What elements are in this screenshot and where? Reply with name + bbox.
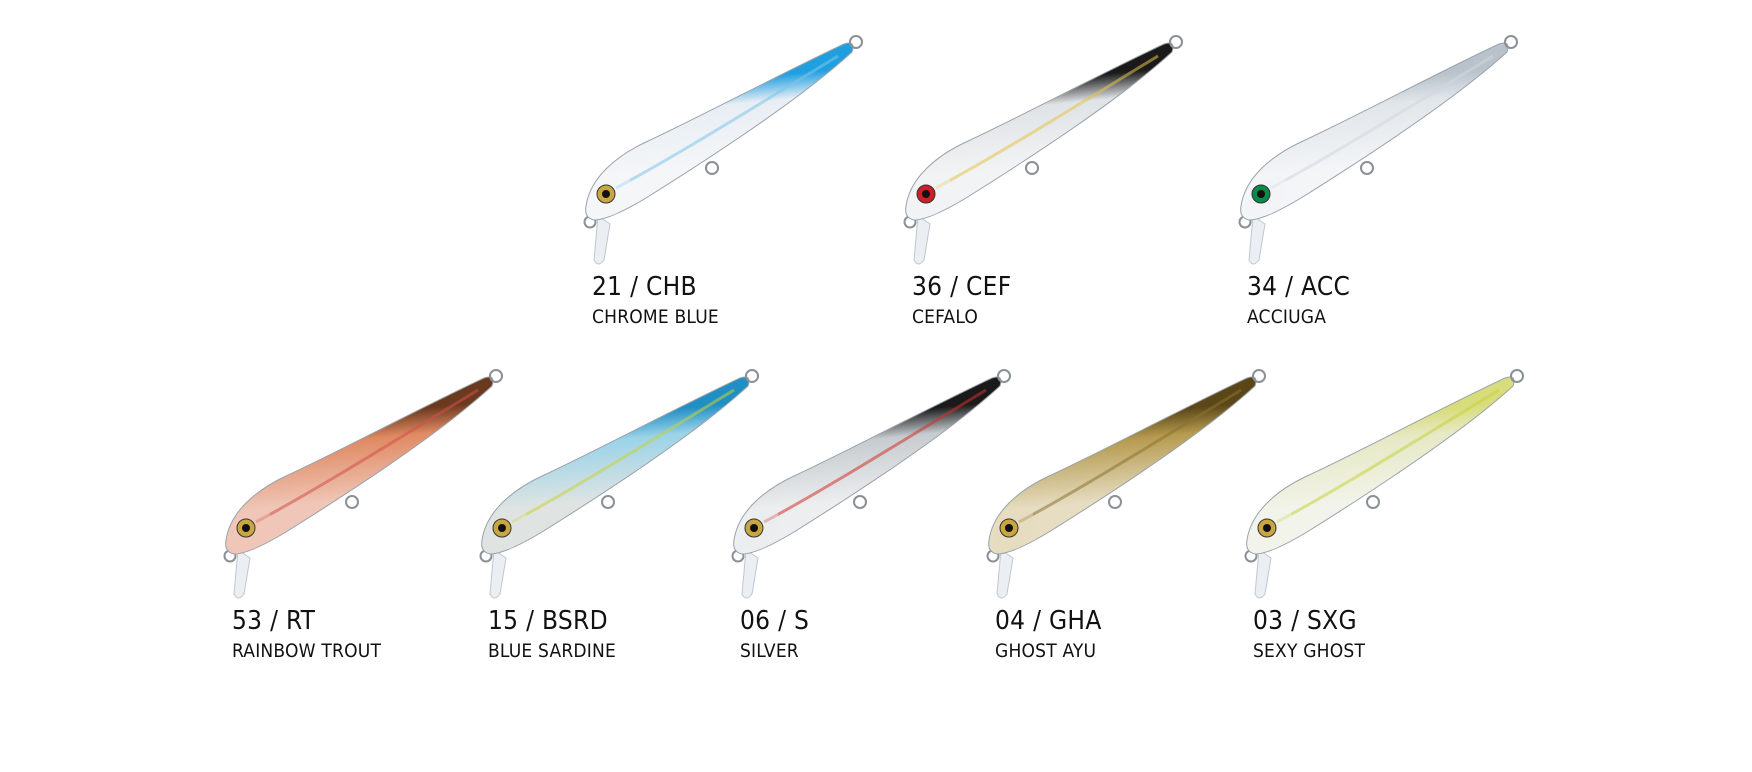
lure-name: CEFALO bbox=[912, 306, 979, 328]
lure-lip bbox=[913, 215, 931, 265]
lure-card: 04 / GHA GHOST AYU bbox=[971, 364, 1271, 662]
lure-stripe bbox=[255, 388, 479, 524]
lure-code: 03 / SXG bbox=[1253, 606, 1357, 636]
lure-pupil bbox=[1263, 524, 1271, 532]
lure-drawing bbox=[903, 35, 1183, 265]
lure-code: 36 / CEF bbox=[912, 272, 1012, 302]
lure-lip bbox=[1254, 549, 1272, 599]
lure-card: 06 / S SILVER bbox=[716, 364, 1016, 662]
lure-lip bbox=[489, 549, 507, 599]
tail-ring bbox=[489, 369, 503, 383]
hook-hanger-ring bbox=[345, 495, 359, 509]
hook-hanger-ring bbox=[705, 161, 719, 175]
lure-stripe bbox=[1018, 388, 1242, 524]
lure-stripe bbox=[511, 388, 735, 524]
fishing-lure-image bbox=[986, 369, 1266, 599]
lure-code: 06 / S bbox=[740, 606, 810, 636]
hook-hanger-ring bbox=[1025, 161, 1039, 175]
tail-ring bbox=[1510, 369, 1524, 383]
lure-code: 04 / GHA bbox=[995, 606, 1102, 636]
hook-hanger-ring bbox=[1360, 161, 1374, 175]
lure-code: 53 / RT bbox=[232, 606, 316, 636]
lure-pupil bbox=[602, 190, 610, 198]
hook-hanger-ring bbox=[601, 495, 615, 509]
lure-card: 34 / ACC ACCIUGA bbox=[1223, 30, 1523, 328]
lure-card: 03 / SXG SEXY GHOST bbox=[1229, 364, 1529, 662]
lure-pupil bbox=[750, 524, 758, 532]
lure-code: 21 / CHB bbox=[592, 272, 697, 302]
lure-pupil bbox=[498, 524, 506, 532]
fishing-lure-image bbox=[583, 35, 863, 265]
fishing-lure-image bbox=[1244, 369, 1524, 599]
lure-lip bbox=[593, 215, 611, 265]
fishing-lure-image bbox=[731, 369, 1011, 599]
lure-card: 21 / CHB CHROME BLUE bbox=[568, 30, 868, 328]
lure-drawing bbox=[583, 35, 863, 265]
tail-ring bbox=[745, 369, 759, 383]
lure-stripe bbox=[1276, 388, 1500, 524]
lure-drawing bbox=[731, 369, 1011, 599]
lure-name: RAINBOW TROUT bbox=[232, 640, 382, 662]
tail-ring bbox=[1252, 369, 1266, 383]
lure-card: 53 / RT RAINBOW TROUT bbox=[208, 364, 508, 662]
lure-lip bbox=[1248, 215, 1266, 265]
lure-lip bbox=[996, 549, 1014, 599]
hook-hanger-ring bbox=[853, 495, 867, 509]
lure-name: BLUE SARDINE bbox=[488, 640, 616, 662]
lure-stripe bbox=[1270, 54, 1494, 190]
lure-stripe bbox=[763, 388, 987, 524]
lure-drawing bbox=[1238, 35, 1518, 265]
lure-drawing bbox=[223, 369, 503, 599]
tail-ring bbox=[1169, 35, 1183, 49]
fishing-lure-image bbox=[479, 369, 759, 599]
tail-ring bbox=[849, 35, 863, 49]
lure-name: GHOST AYU bbox=[995, 640, 1097, 662]
lure-drawing bbox=[986, 369, 1266, 599]
tail-ring bbox=[1504, 35, 1518, 49]
lure-lip bbox=[233, 549, 251, 599]
lure-card: 15 / BSRD BLUE SARDINE bbox=[464, 364, 764, 662]
fishing-lure-image bbox=[223, 369, 503, 599]
lure-code: 15 / BSRD bbox=[488, 606, 608, 636]
lure-pupil bbox=[1257, 190, 1265, 198]
lure-name: ACCIUGA bbox=[1247, 306, 1327, 328]
tail-ring bbox=[997, 369, 1011, 383]
lure-name: SEXY GHOST bbox=[1253, 640, 1366, 662]
fishing-lure-image bbox=[1238, 35, 1518, 265]
lure-drawing bbox=[1244, 369, 1524, 599]
lure-stripe bbox=[615, 54, 839, 190]
lure-card: 36 / CEF CEFALO bbox=[888, 30, 1188, 328]
lure-drawing bbox=[479, 369, 759, 599]
lure-name: SILVER bbox=[740, 640, 799, 662]
lure-pupil bbox=[1005, 524, 1013, 532]
lure-name: CHROME BLUE bbox=[592, 306, 719, 328]
hook-hanger-ring bbox=[1108, 495, 1122, 509]
hook-hanger-ring bbox=[1366, 495, 1380, 509]
lure-lip bbox=[741, 549, 759, 599]
lure-code: 34 / ACC bbox=[1247, 272, 1351, 302]
lure-stripe bbox=[935, 54, 1159, 190]
lure-pupil bbox=[922, 190, 930, 198]
fishing-lure-image bbox=[903, 35, 1183, 265]
lure-pupil bbox=[242, 524, 250, 532]
